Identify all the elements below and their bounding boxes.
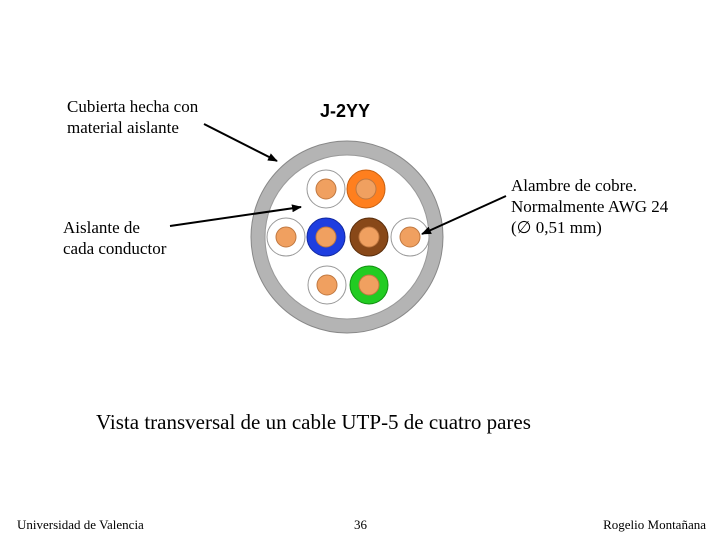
- wire-label-line-1: Alambre de cobre.: [511, 176, 638, 195]
- wire-pointer-arrow: [421, 195, 507, 235]
- jacket-pointer-arrow: [203, 123, 278, 162]
- conductor-white-brown: [390, 217, 430, 257]
- insulation-pointer-arrow: [169, 204, 302, 227]
- conductor-white-blue-left: [266, 217, 306, 257]
- jacket-label-line-1: Cubierta hecha con: [67, 97, 199, 116]
- footer-page-number: 36: [354, 517, 367, 532]
- wire-label-line-2: Normalmente AWG 24: [511, 197, 669, 216]
- wire-label: Alambre de cobre. Normalmente AWG 24 (∅ …: [511, 175, 668, 238]
- cable-code-label: J-2YY: [320, 101, 370, 121]
- footer-institution: Universidad de Valencia: [17, 517, 144, 532]
- conductor-green: [349, 265, 389, 305]
- insulation-label-line-1: Aislante de: [63, 218, 140, 237]
- conductor-blue: [306, 217, 346, 257]
- jacket-label-line-2: material aislante: [67, 118, 179, 137]
- diagram-caption: Vista transversal de un cable UTP-5 de c…: [96, 410, 531, 434]
- conductor-orange: [346, 169, 386, 209]
- wire-label-line-3: (∅ 0,51 mm): [511, 218, 602, 237]
- conductor-brown: [349, 217, 389, 257]
- insulation-label: Aislante de cada conductor: [63, 217, 166, 259]
- conductor-white-green: [307, 265, 347, 305]
- jacket-label: Cubierta hecha con material aislante: [67, 96, 198, 138]
- insulation-label-line-2: cada conductor: [63, 239, 167, 258]
- conductor-white-orange: [306, 169, 346, 209]
- footer-author: Rogelio Montañana: [603, 517, 706, 532]
